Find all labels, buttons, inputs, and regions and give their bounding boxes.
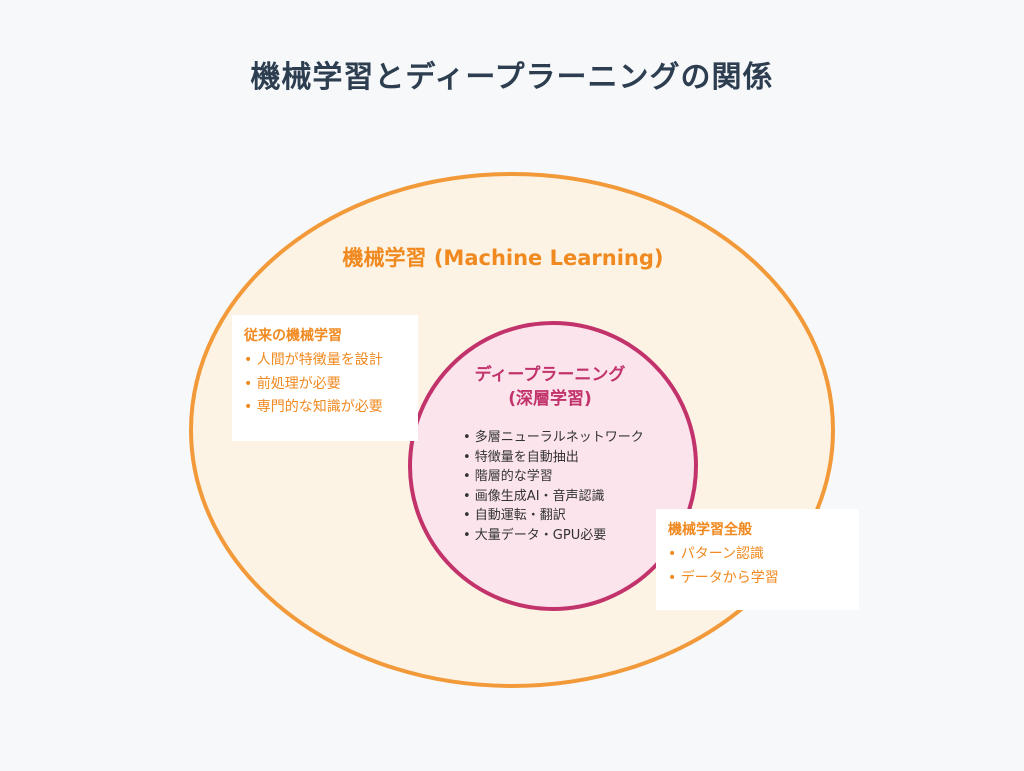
traditional-ml-list: • 人間が特徴量を設計 • 前処理が必要 • 専門的な知識が必要 [244,349,406,420]
deep-learning-title: ディープラーニング [474,365,626,385]
list-item: • 階層的な学習 [463,469,553,485]
deep-learning-circle [408,321,698,611]
general-ml-box: 機械学習全般 • パターン認識 • データから学習 [656,509,859,610]
list-item: • パターン認識 [668,546,765,562]
page-title: 機械学習とディープラーニングの関係 [250,60,774,95]
general-ml-list: • パターン認識 • データから学習 [668,543,847,590]
general-ml-heading: 機械学習全般 [668,522,752,538]
list-item: • 大量データ・GPU必要 [463,527,607,543]
list-item: • 多層ニューラルネットワーク [463,430,644,445]
list-item: • 画像生成AI・音声認識 [463,488,605,504]
deep-learning-feature-list: • 多層ニューラルネットワーク • 特徴量を自動抽出 • 階層的な学習 • 画像… [463,428,644,546]
traditional-ml-heading: 従来の機械学習 [244,328,342,344]
list-item: • 特徴量を自動抽出 [463,449,579,465]
list-item: • 前処理が必要 [244,375,341,392]
deep-learning-subtitle: (深層学習) [508,389,592,409]
machine-learning-label: 機械学習 (Machine Learning) [342,246,664,270]
list-item: • 自動運転・翻訳 [463,508,566,524]
list-item: • 専門的な知識が必要 [244,399,383,415]
list-item: • 人間が特徴量を設計 [244,352,383,368]
traditional-ml-box: 従来の機械学習 • 人間が特徴量を設計 • 前処理が必要 • 専門的な知識が必要 [232,315,418,441]
list-item: • データから学習 [668,569,779,586]
